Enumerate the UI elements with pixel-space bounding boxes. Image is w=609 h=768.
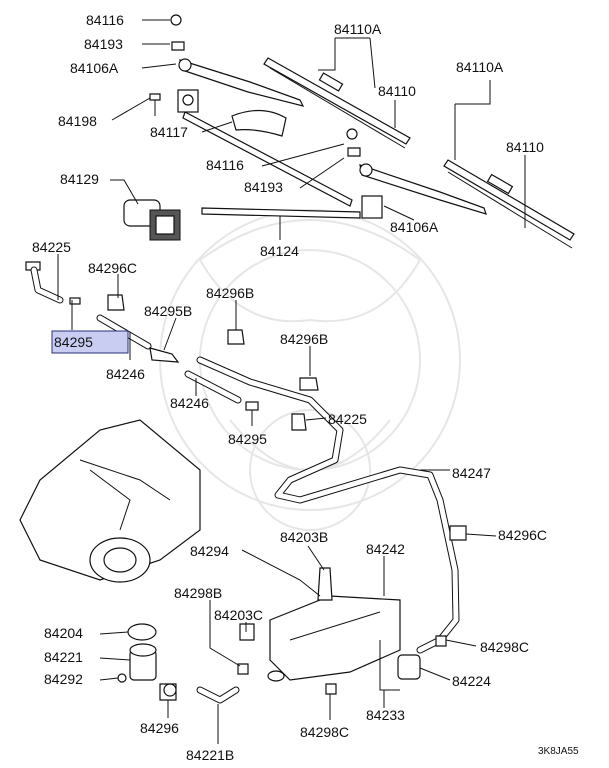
part-labels: 84116 84193 84106A 84198 84117 84110A 84… xyxy=(32,12,579,763)
part-label[interactable]: 84295 xyxy=(228,431,267,447)
diagram-code: 3K8JA55 xyxy=(538,746,579,757)
part-label[interactable]: 84233 xyxy=(366,707,405,723)
part-label[interactable]: 84110 xyxy=(506,139,544,155)
part-label[interactable]: 84110 xyxy=(378,83,416,99)
part-label[interactable]: 84116 xyxy=(86,12,124,28)
part-label[interactable]: 84225 xyxy=(32,239,71,255)
part-label[interactable]: 84124 xyxy=(260,243,299,259)
part-label[interactable]: 84129 xyxy=(60,171,99,187)
part-label[interactable]: 84106A xyxy=(70,60,119,76)
part-label[interactable]: 84203B xyxy=(280,529,328,545)
part-label-selected[interactable]: 84295 xyxy=(54,334,93,350)
part-label[interactable]: 84242 xyxy=(366,541,405,557)
part-label[interactable]: 84246 xyxy=(170,395,209,411)
part-label[interactable]: 84296C xyxy=(88,260,137,276)
part-label[interactable]: 84296B xyxy=(280,331,328,347)
wiper-motor xyxy=(123,199,181,241)
part-label[interactable]: 84224 xyxy=(452,673,491,689)
part-label[interactable]: 84298B xyxy=(174,585,222,601)
part-label[interactable]: 84116 xyxy=(206,157,244,173)
part-label[interactable]: 84204 xyxy=(44,625,83,641)
part-label[interactable]: 84246 xyxy=(106,366,145,382)
part-label[interactable]: 84106A xyxy=(390,219,439,235)
part-label[interactable]: 84296B xyxy=(206,285,254,301)
part-label[interactable]: 84221B xyxy=(186,747,234,763)
part-label[interactable]: 84203C xyxy=(214,607,263,623)
selected-part-highlight xyxy=(51,330,129,354)
part-label[interactable]: 84193 xyxy=(244,179,283,195)
part-label[interactable]: 84296 xyxy=(140,720,179,736)
part-label[interactable]: 84193 xyxy=(84,36,123,52)
part-label[interactable]: 84221 xyxy=(44,649,83,665)
part-label[interactable]: 84292 xyxy=(44,671,83,687)
part-label[interactable]: 84225 xyxy=(328,411,367,427)
part-label[interactable]: 84298C xyxy=(480,639,529,655)
part-label[interactable]: 84117 xyxy=(150,124,188,140)
part-label[interactable]: 84298C xyxy=(300,724,349,740)
part-label[interactable]: 84110A xyxy=(334,21,382,37)
part-label[interactable]: 84294 xyxy=(190,543,229,559)
leader-lines xyxy=(57,19,526,744)
part-label[interactable]: 84295B xyxy=(144,303,192,319)
vehicle-inset xyxy=(19,419,201,583)
part-label[interactable]: 84198 xyxy=(58,113,97,129)
part-label[interactable]: 84296C xyxy=(498,527,547,543)
part-label[interactable]: 84110A xyxy=(456,59,504,75)
part-label[interactable]: 84247 xyxy=(452,465,491,481)
wiper-assembly xyxy=(149,14,575,249)
filler-cap-group xyxy=(117,623,240,704)
washer-reservoir xyxy=(237,567,447,695)
